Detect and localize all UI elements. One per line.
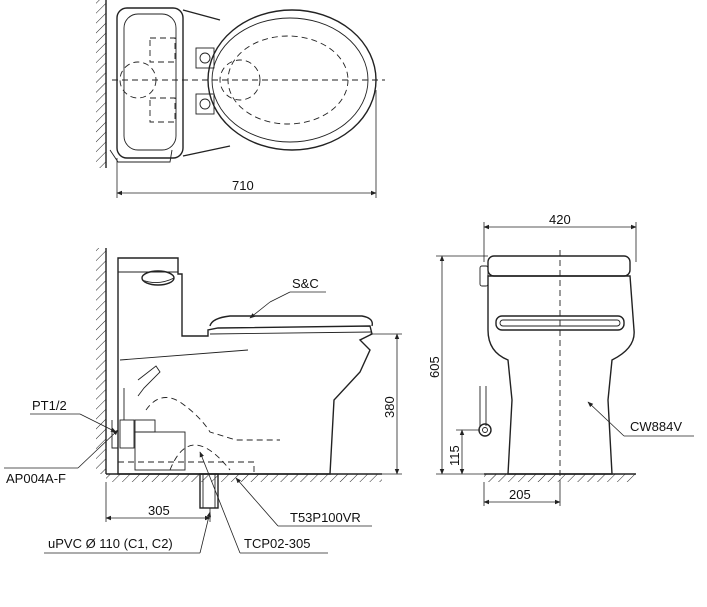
label-supply-connection: PT1/2 (32, 398, 67, 413)
label-toilet-model: CW884V (630, 419, 682, 434)
dim-rough-in: 305 (148, 503, 170, 518)
top-tank (116, 7, 184, 159)
top-wall-hatch (96, 0, 106, 168)
label-connector: TCP02-305 (244, 536, 310, 551)
side-tank (117, 257, 373, 475)
dim-width-total: 420 (549, 212, 571, 227)
label-drain-pipe: uPVC Ø 110 (C1, C2) (48, 536, 173, 551)
side-wall-hatch (96, 248, 106, 474)
label-stop-valve: AP004A-F (6, 471, 66, 486)
front-body (487, 275, 635, 475)
dim-height-total: 605 (427, 356, 442, 378)
dim-supply-offset: 205 (509, 487, 531, 502)
dim-length-total: 710 (232, 178, 254, 193)
label-seat-cover: S&C (292, 276, 319, 291)
side-view: 380 305 S&C PT1/2 AP004A-F T53P100VR uPV… (4, 248, 402, 554)
side-seat (209, 315, 373, 327)
top-view: 710 (96, 0, 385, 198)
dim-supply-height: 115 (447, 445, 462, 466)
front-tank-lid (487, 255, 631, 277)
label-flange: T53P100VR (290, 510, 361, 525)
dim-rim-height: 380 (382, 396, 397, 418)
front-floor-hatch (484, 474, 636, 482)
floor-hatch (106, 474, 382, 482)
front-view: 420 605 115 205 CW884V (427, 212, 694, 506)
